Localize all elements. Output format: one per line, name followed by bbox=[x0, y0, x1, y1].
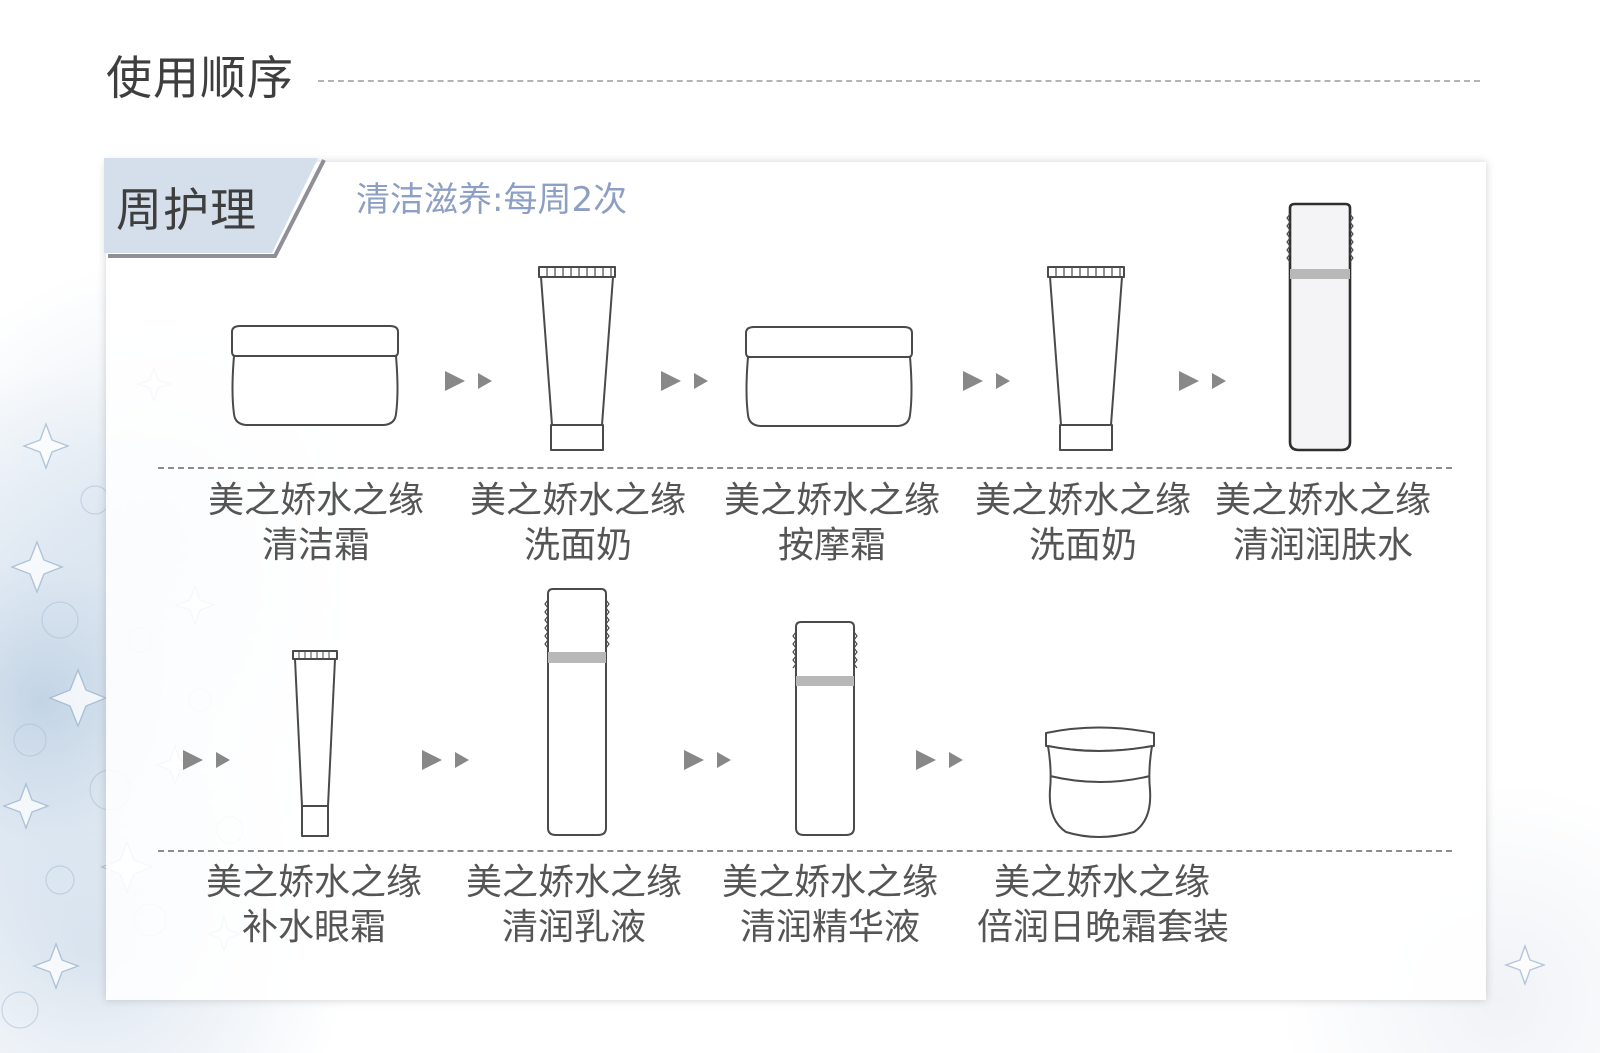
arrow-icon bbox=[445, 371, 492, 391]
arrow-icon bbox=[1179, 371, 1226, 391]
brand-name: 美之娇水之缘 bbox=[465, 862, 682, 903]
serum-bottle-icon bbox=[792, 621, 858, 836]
product-name: 清润乳液 bbox=[501, 907, 646, 948]
step-arrows bbox=[183, 371, 1226, 770]
brand-name: 美之娇水之缘 bbox=[721, 862, 938, 903]
step-label: 美之娇水之缘 清润乳液 bbox=[449, 860, 699, 950]
step-label: 美之娇水之缘 清洁霜 bbox=[191, 478, 441, 568]
arrow-icon bbox=[661, 371, 708, 391]
brand-name: 美之娇水之缘 bbox=[1214, 480, 1431, 521]
cream-jar-icon bbox=[745, 326, 913, 427]
product-name: 清润精华液 bbox=[739, 907, 920, 948]
arrow-icon bbox=[684, 750, 731, 770]
step-label: 美之娇水之缘 洗面奶 bbox=[453, 478, 703, 568]
arrow-icon bbox=[963, 371, 1010, 391]
squeeze-tube-icon bbox=[1047, 266, 1125, 451]
row-divider bbox=[158, 850, 1452, 852]
product-name: 清润润肤水 bbox=[1232, 525, 1413, 566]
brand-name: 美之娇水之缘 bbox=[723, 480, 940, 521]
brand-name: 美之娇水之缘 bbox=[205, 862, 422, 903]
title-divider bbox=[318, 80, 1480, 82]
slim-tube-icon bbox=[292, 650, 338, 837]
product-name: 清洁霜 bbox=[261, 525, 370, 566]
day-night-cream-jar-icon bbox=[1045, 726, 1155, 838]
tall-bottle-icon bbox=[1286, 202, 1354, 452]
product-name: 按摩霜 bbox=[777, 525, 886, 566]
step-label: 美之娇水之缘 清润精华液 bbox=[705, 860, 955, 950]
arrow-icon bbox=[422, 750, 469, 770]
brand-name: 美之娇水之缘 bbox=[993, 862, 1210, 903]
step-label: 美之娇水之缘 补水眼霜 bbox=[189, 860, 439, 950]
product-name: 洗面奶 bbox=[523, 525, 632, 566]
squeeze-tube-icon bbox=[538, 266, 616, 451]
product-name: 倍润日晚霜套装 bbox=[977, 907, 1230, 948]
section-subtitle: 清洁滋养:每周2次 bbox=[356, 180, 628, 220]
brand-name: 美之娇水之缘 bbox=[207, 480, 424, 521]
arrow-icon bbox=[183, 750, 230, 770]
routine-card bbox=[106, 162, 1486, 1000]
brand-name: 美之娇水之缘 bbox=[974, 480, 1191, 521]
cream-jar-icon bbox=[231, 325, 399, 426]
step-label: 美之娇水之缘 洗面奶 bbox=[958, 478, 1208, 568]
product-name: 补水眼霜 bbox=[241, 907, 386, 948]
row-divider bbox=[158, 467, 1452, 469]
brand-name: 美之娇水之缘 bbox=[469, 480, 686, 521]
step-label: 美之娇水之缘 按摩霜 bbox=[707, 478, 957, 568]
tall-bottle-icon bbox=[544, 588, 610, 836]
section-tab-label: 周护理 bbox=[116, 183, 257, 237]
section-tab-shape bbox=[104, 158, 326, 258]
step-label: 美之娇水之缘 清润润肤水 bbox=[1198, 478, 1448, 568]
arrow-icon bbox=[916, 750, 963, 770]
page-title: 使用顺序 bbox=[106, 51, 294, 105]
step-label: 美之娇水之缘 倍润日晚霜套装 bbox=[977, 860, 1230, 950]
product-name: 洗面奶 bbox=[1028, 525, 1137, 566]
